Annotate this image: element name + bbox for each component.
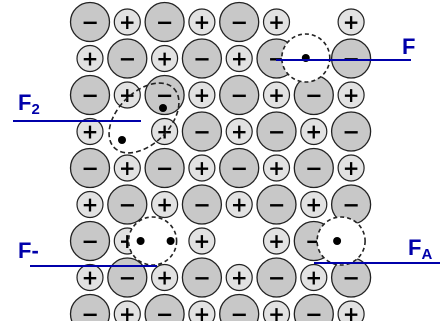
anion-sign: − [230, 84, 248, 108]
cation-sign: + [343, 10, 360, 34]
anion-sign: − [305, 303, 323, 321]
anion-sign: − [305, 84, 323, 108]
anion-sign: − [156, 303, 174, 321]
anion-sign: − [342, 120, 360, 144]
f-minus-center-electron-1 [137, 237, 145, 245]
anion-sign: − [81, 230, 99, 254]
cation-sign: + [231, 266, 248, 290]
label-f2-center: F2 [18, 92, 40, 117]
anion-sign: − [81, 157, 99, 181]
cation-sign: + [82, 193, 99, 217]
cation-sign: + [82, 47, 99, 71]
anion-sign: − [193, 47, 211, 71]
cation-sign: + [194, 10, 211, 34]
anion-sign: − [342, 266, 360, 290]
f-minus-center-electron-2 [167, 237, 175, 245]
anion-sign: − [230, 11, 248, 35]
anion-sign: − [193, 120, 211, 144]
cation-sign: + [268, 302, 285, 321]
anion-sign: − [193, 266, 211, 290]
anion-sign: − [81, 303, 99, 321]
cation-sign: + [156, 47, 173, 71]
anion-sign: − [230, 303, 248, 321]
cation-sign: + [194, 156, 211, 180]
anion-sign: − [342, 193, 360, 217]
cation-sign: + [343, 302, 360, 321]
f2-center-electron-2 [118, 136, 126, 144]
leader-line-fa [314, 262, 440, 264]
cation-sign: + [268, 10, 285, 34]
label-f-center: F [402, 36, 415, 58]
cation-sign: + [343, 156, 360, 180]
fa-center-electron [333, 237, 341, 245]
leader-line-f-minus [30, 265, 157, 267]
anion-sign: − [81, 11, 99, 35]
cation-sign: + [305, 266, 322, 290]
anion-sign: − [156, 11, 174, 35]
anion-sign: − [305, 157, 323, 181]
cation-sign: + [343, 83, 360, 107]
cation-sign: + [194, 229, 211, 253]
cation-sign: + [82, 266, 99, 290]
cation-sign: + [231, 193, 248, 217]
anion-sign: − [118, 266, 136, 290]
cation-sign: + [268, 156, 285, 180]
f2-center-electron-1 [159, 104, 167, 112]
cation-sign: + [156, 193, 173, 217]
anion-sign: − [118, 193, 136, 217]
cation-sign: + [119, 302, 136, 321]
anion-sign: − [118, 47, 136, 71]
cation-sign: + [268, 83, 285, 107]
cation-sign: + [268, 229, 285, 253]
anion-sign: − [268, 120, 286, 144]
cation-sign: + [119, 10, 136, 34]
anion-sign: − [156, 157, 174, 181]
cation-sign: + [82, 120, 99, 144]
leader-line-f [276, 59, 411, 61]
anion-sign: − [81, 84, 99, 108]
cation-sign: + [305, 193, 322, 217]
cation-sign: + [231, 47, 248, 71]
cation-sign: + [156, 266, 173, 290]
leader-line-f2 [13, 120, 141, 122]
anion-sign: − [268, 193, 286, 217]
anion-sign: − [156, 84, 174, 108]
cation-sign: + [194, 302, 211, 321]
cation-sign: + [194, 83, 211, 107]
label-fa-center: FA [408, 237, 432, 262]
cation-sign: + [305, 120, 322, 144]
anion-sign: − [268, 266, 286, 290]
label-f-minus-center: F- [18, 240, 39, 262]
anion-sign: − [230, 157, 248, 181]
anion-sign: − [193, 193, 211, 217]
cation-sign: + [231, 120, 248, 144]
cation-sign: + [119, 156, 136, 180]
